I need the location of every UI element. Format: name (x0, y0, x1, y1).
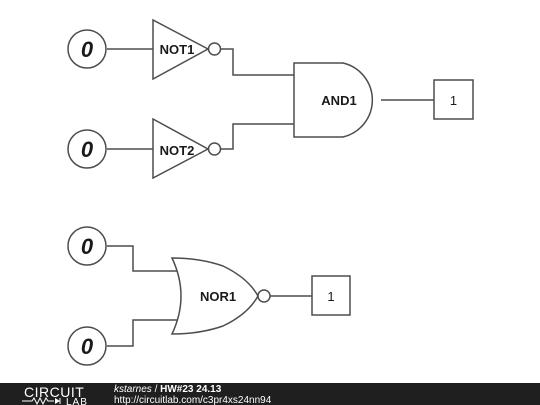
circuitlab-logo[interactable]: CIRCUIT LAB (22, 384, 88, 405)
not1-inversion-bubble (207, 42, 222, 56)
wire-not2-and1 (221, 123, 294, 150)
not1-label: NOT1 (160, 42, 195, 57)
and1-gate[interactable]: AND1 (293, 62, 374, 138)
logo-lab-text: LAB (66, 397, 88, 405)
footer-caption: kstarnes / HW#23 24.13 (114, 384, 222, 395)
footer-title: HW#23 24.13 (160, 384, 222, 395)
output-2-value: 1 (327, 289, 334, 304)
input-node-2[interactable]: 0 (67, 129, 107, 169)
wire-in3-nor1 (107, 245, 180, 272)
output-1-value: 1 (450, 93, 457, 108)
input-1-value: 0 (81, 37, 94, 62)
wire-in4-nor1 (107, 319, 180, 347)
input-2-value: 0 (81, 137, 94, 162)
and1-label: AND1 (321, 93, 356, 108)
footer-user[interactable]: kstarnes (114, 384, 152, 395)
not2-label: NOT2 (160, 143, 195, 158)
wire-not1-and1 (221, 48, 294, 76)
resistor-icon (22, 396, 54, 405)
diode-icon (55, 398, 60, 404)
footer-separator: / (152, 384, 160, 395)
input-node-1[interactable]: 0 (67, 29, 107, 69)
not2-inversion-bubble (207, 142, 222, 156)
footer-url[interactable]: http://circuitlab.com/c3pr4xs24nn94 (114, 395, 272, 405)
footer-bar: CIRCUIT LAB kstarnes / HW#23 24.13 http:… (0, 383, 540, 405)
input-node-4[interactable]: 0 (67, 326, 107, 366)
input-4-value: 0 (81, 334, 94, 359)
output-node-2[interactable]: 1 (311, 275, 351, 316)
not2-gate[interactable]: NOT2 (152, 117, 222, 180)
output-node-1[interactable]: 1 (433, 79, 474, 120)
nor1-gate[interactable]: NOR1 (170, 257, 271, 335)
logo-circuit-text: CIRCUIT (24, 384, 84, 400)
input-3-value: 0 (81, 234, 94, 259)
input-node-3[interactable]: 0 (67, 226, 107, 266)
nor1-label: NOR1 (200, 289, 236, 304)
nor1-inversion-bubble (257, 289, 271, 303)
not1-gate[interactable]: NOT1 (152, 18, 222, 81)
